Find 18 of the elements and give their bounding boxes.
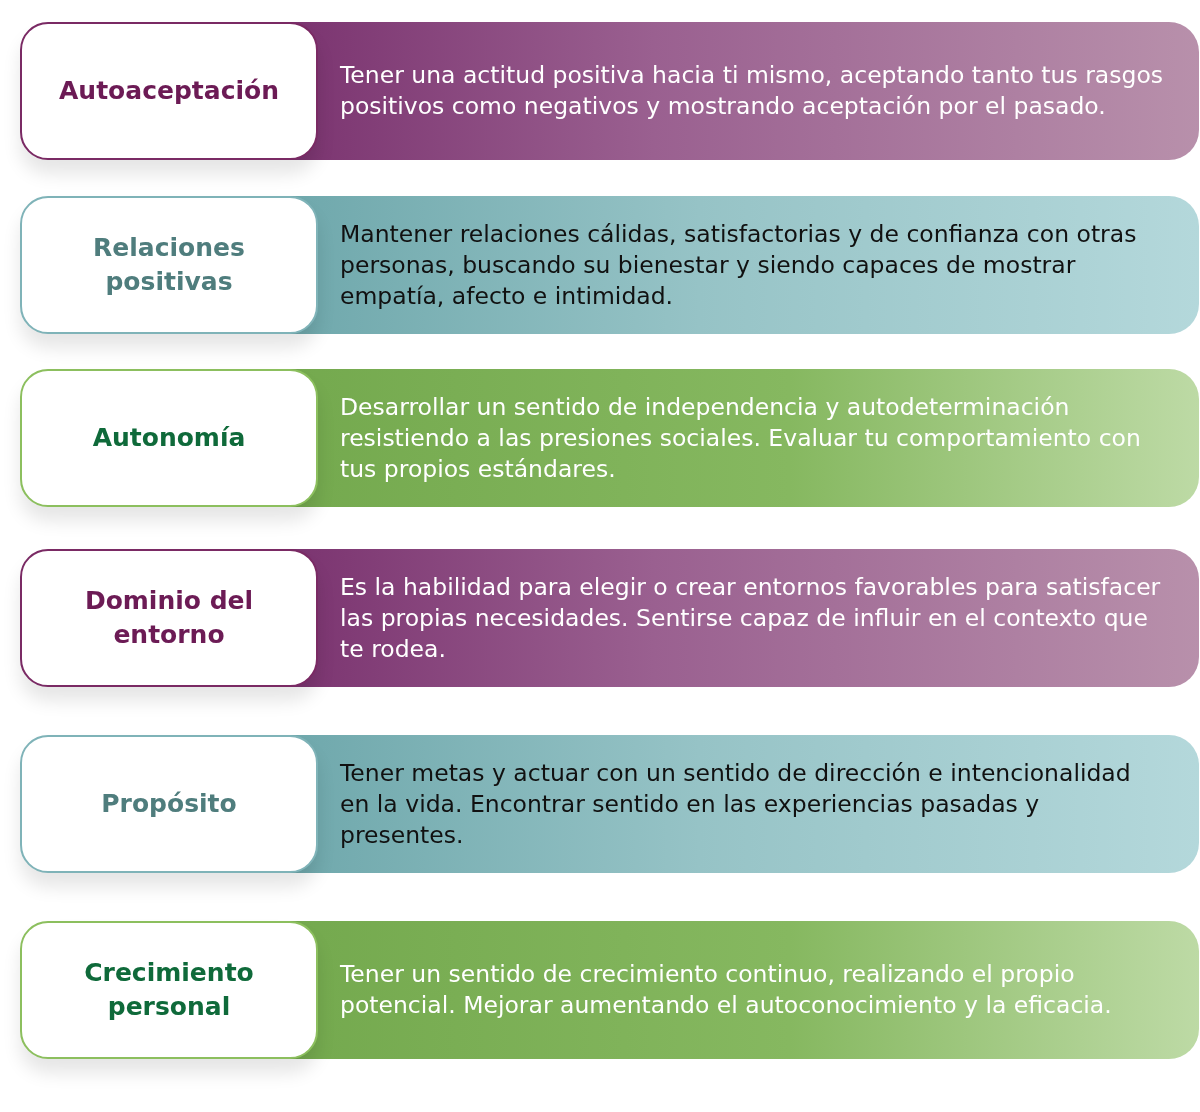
- category-title: Relaciones positivas: [92, 232, 246, 298]
- description-text: Tener un sentido de crecimiento continuo, realizando el propio potencial. Mejorar aumentando el autoconocimiento y la eficacia.: [340, 959, 1113, 1021]
- label-card: [20, 549, 318, 687]
- label-card: [20, 735, 318, 873]
- label-card: [20, 369, 318, 507]
- description-text: Desarrollar un sentido de independencia y autodeterminación resistiendo a las presiones sociales. Evaluar tu comportamiento con tus propios estándares.: [340, 391, 1142, 485]
- category-title: Propósito: [101, 788, 237, 820]
- category-title: Crecimiento personal: [83, 957, 255, 1023]
- description-text: Tener metas y actuar con un sentido de dirección e intencionalidad en la vida. Encontrar sentido en las experiencias pasadas y presentes.: [340, 757, 1132, 851]
- label-card: [20, 196, 318, 334]
- category-title: Autonomía: [92, 422, 246, 454]
- label-card: [20, 22, 318, 160]
- description-text: Es la habilidad para elegir o crear entornos favorables para satisfacer las propias necesidades. Sentirse capaz de influir en el contexto que te rodea.: [340, 571, 1162, 665]
- label-card: [20, 921, 318, 1059]
- description-text: Mantener relaciones cálidas, satisfactorias y de confianza con otras personas, buscando su bienestar y siendo capaces de mostrar empatía, afecto e intimidad.: [340, 218, 1138, 312]
- description-text: Tener una actitud positiva hacia ti mismo, aceptando tanto tus rasgos positivos como negativos y mostrando aceptación por el pasado.: [340, 60, 1164, 122]
- category-title: Autoaceptación: [59, 75, 279, 107]
- category-title: Dominio del entorno: [83, 585, 255, 651]
